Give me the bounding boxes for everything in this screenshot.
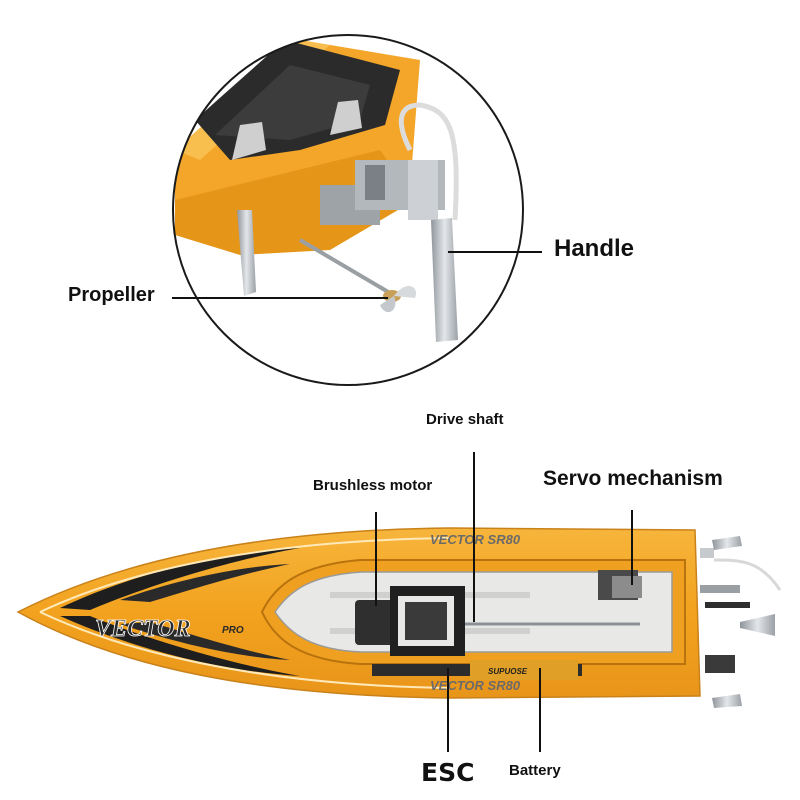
side-text-bottom: VECTOR SR80 [430, 678, 521, 693]
brushless-motor-label: Brushless motor [313, 477, 433, 494]
servo-mechanism-label: Servo mechanism [543, 467, 723, 490]
battery-brand-text: SUPUOSE [488, 667, 528, 676]
propeller-label: Propeller [68, 284, 155, 306]
handle-label: Handle [554, 235, 635, 262]
hull-logo: VECTOR [95, 616, 191, 642]
side-text-top: VECTOR SR80 [430, 532, 521, 547]
hull-logo-suffix: PRO [222, 625, 244, 636]
boat-top-view: SUPUOSE VECTOR PRO VECTOR SR80 VECTOR SR… [16, 527, 782, 708]
battery-label: Battery [509, 762, 561, 779]
stern-detail-inset [172, 34, 524, 386]
drive-shaft-label: Drive shaft [426, 411, 504, 428]
esc-label: ESC [421, 758, 475, 787]
